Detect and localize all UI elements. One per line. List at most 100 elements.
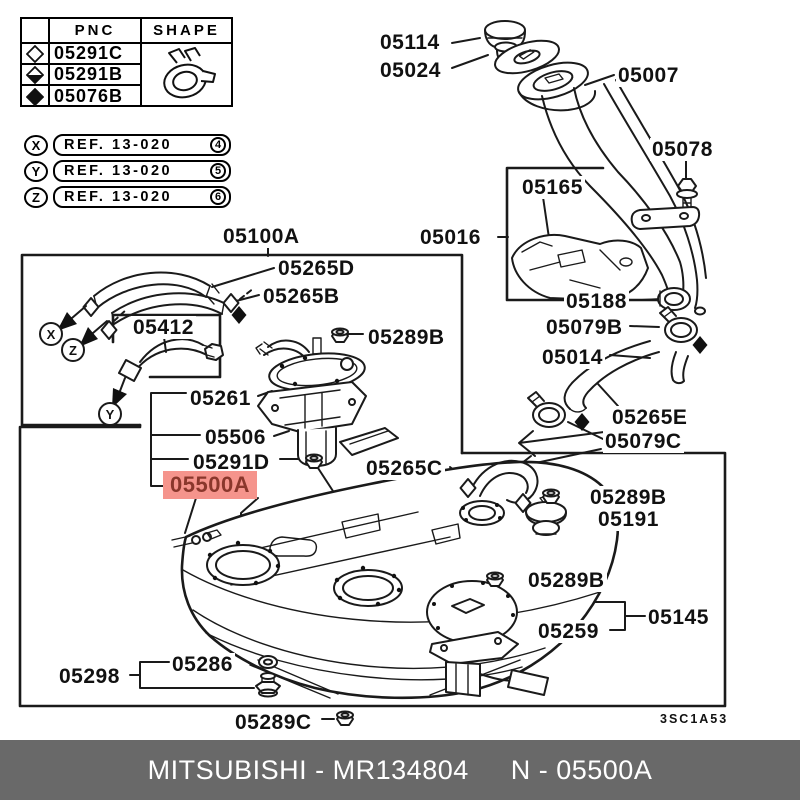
- ref-pill[interactable]: REF. 13-020 6: [53, 186, 231, 208]
- pump-float-plate: [339, 427, 399, 456]
- group-breather-hoses: X Z Y: [39, 271, 247, 426]
- ref-marker-x: X: [24, 134, 48, 156]
- ref-pill[interactable]: REF. 13-020 5: [53, 160, 231, 182]
- group-fuel-tank: [171, 327, 620, 726]
- part-label-05298[interactable]: 05298: [57, 665, 122, 688]
- filler-pipe: [541, 87, 685, 297]
- hose-05014-inner: [582, 351, 660, 409]
- marker-circle-y: [98, 402, 122, 426]
- part-label-05289c[interactable]: 05289C: [233, 711, 314, 734]
- part-label-05191[interactable]: 05191: [596, 508, 661, 531]
- filler-gasket-drawing: [494, 39, 560, 75]
- ref-label: REF. 13-020: [64, 189, 173, 205]
- group-filler-neck: [484, 20, 707, 316]
- table-header-shape: SHAPE: [142, 19, 231, 44]
- part-label-05286[interactable]: 05286: [170, 653, 235, 676]
- table-pnc-value[interactable]: 05291B: [50, 64, 142, 86]
- nut-05289b-right: [542, 488, 560, 504]
- part-label-05500a-highlighted[interactable]: 05500A: [163, 471, 258, 499]
- hose-05412-drawing: [118, 338, 224, 382]
- footer-bar: MITSUBISHI - MR134804 N - 05500A: [0, 740, 800, 800]
- table-pnc-value[interactable]: 05076B: [50, 86, 142, 107]
- marker-circle-z: [61, 338, 85, 362]
- part-label-05291d[interactable]: 05291D: [191, 451, 272, 474]
- arrow-x: [57, 305, 87, 331]
- part-label-05078[interactable]: 05078: [650, 138, 715, 161]
- marker-letter-y: Y: [106, 407, 115, 422]
- valve-05191-drawing: [525, 494, 567, 536]
- hose-05265c-drawing: [459, 459, 539, 513]
- ref-number: 5: [210, 163, 226, 179]
- part-label-05114[interactable]: 05114: [378, 31, 442, 54]
- ref-label: REF. 13-020: [64, 137, 173, 153]
- tank-middle-opening: [333, 565, 403, 607]
- part-label-05265d[interactable]: 05265D: [276, 257, 357, 280]
- tank-box-frame: [18, 423, 727, 708]
- hose-05265d: [93, 271, 211, 297]
- group-filler-hose: [527, 306, 708, 431]
- gasket-05286-drawing: [258, 655, 278, 669]
- hose-05265b: [111, 292, 225, 314]
- part-label-05188[interactable]: 05188: [564, 290, 629, 313]
- part-label-05007[interactable]: 05007: [616, 64, 681, 87]
- bolt-05078-drawing: [676, 178, 698, 213]
- pump-bracket-plate: [257, 381, 367, 433]
- part-label-05016[interactable]: 05016: [418, 226, 483, 249]
- ref-label: REF. 13-020: [64, 163, 173, 179]
- symbol-half-filled-diamond: [22, 65, 50, 86]
- pipe-collar-05188: [657, 287, 691, 311]
- part-label-05100a[interactable]: 05100A: [221, 225, 302, 248]
- part-label-05289b-top[interactable]: 05289B: [366, 326, 447, 349]
- marker-letter-x: X: [47, 327, 56, 342]
- filled-diamond-marker: [574, 413, 590, 431]
- group-boxes: [18, 166, 727, 708]
- table-header-symbol: [22, 19, 50, 44]
- part-label-05014[interactable]: 05014: [540, 346, 605, 369]
- part-label-05079c[interactable]: 05079C: [603, 430, 684, 453]
- nut-05291d: [305, 453, 323, 469]
- ref-number: 6: [210, 189, 226, 205]
- clamp-05079c-drawing: [527, 391, 566, 428]
- part-label-05079b[interactable]: 05079B: [544, 316, 625, 339]
- arrow-z: [79, 320, 108, 347]
- clamp-shape-illustration: [142, 44, 231, 107]
- diagram-code: 3SC1A53: [660, 712, 729, 726]
- part-label-05024[interactable]: 05024: [378, 59, 443, 82]
- sender-float-unit: [445, 661, 549, 697]
- ref-pill[interactable]: REF. 13-020 4: [53, 134, 231, 156]
- table-pnc-value[interactable]: 05291C: [50, 43, 142, 65]
- marker-circle-x: [39, 322, 63, 346]
- part-label-05261[interactable]: 05261: [188, 387, 253, 410]
- hose-05265e-end: [670, 351, 689, 385]
- part-label-05412[interactable]: 05412: [131, 316, 196, 339]
- part-label-05289b-right[interactable]: 05289B: [588, 486, 669, 509]
- part-label-05145[interactable]: 05145: [646, 606, 711, 629]
- part-label-05265b[interactable]: 05265B: [261, 285, 342, 308]
- ref-row-x: X REF. 13-020 4: [24, 134, 231, 156]
- footer-part-number: N - 05500A: [510, 754, 653, 785]
- part-label-05265e[interactable]: 05265E: [610, 406, 690, 429]
- part-label-05265c[interactable]: 05265C: [364, 457, 445, 480]
- ref-number: 4: [210, 137, 226, 153]
- drain-plug-drawing: [255, 672, 281, 698]
- table-header-pnc: PNC: [50, 19, 142, 44]
- marker-letter-z: Z: [69, 343, 77, 358]
- nut-05289b-top: [331, 327, 349, 343]
- tank-pump-opening: [206, 540, 281, 586]
- sender-disc-05259: [426, 580, 518, 644]
- sender-mount-plate: [429, 631, 519, 665]
- part-label-05289b-mid[interactable]: 05289B: [526, 569, 607, 592]
- part-label-05165[interactable]: 05165: [520, 176, 585, 199]
- pnc-shape-table: PNC SHAPE 05291C 05291B 05076B: [20, 17, 233, 107]
- ref-row-y: Y REF. 13-020 5: [24, 160, 231, 182]
- part-label-05259[interactable]: 05259: [536, 620, 601, 643]
- filler-neck-plate: [517, 61, 597, 112]
- neck-strap-bracket: [630, 206, 701, 230]
- part-label-05506[interactable]: 05506: [203, 426, 268, 449]
- tank-cutouts: [341, 513, 461, 545]
- ref-marker-z: Z: [24, 186, 48, 208]
- filled-diamond-marker: [692, 336, 708, 354]
- nut-05289c: [336, 710, 354, 726]
- symbol-filled-diamond: [22, 86, 50, 107]
- arrow-y: [112, 377, 127, 408]
